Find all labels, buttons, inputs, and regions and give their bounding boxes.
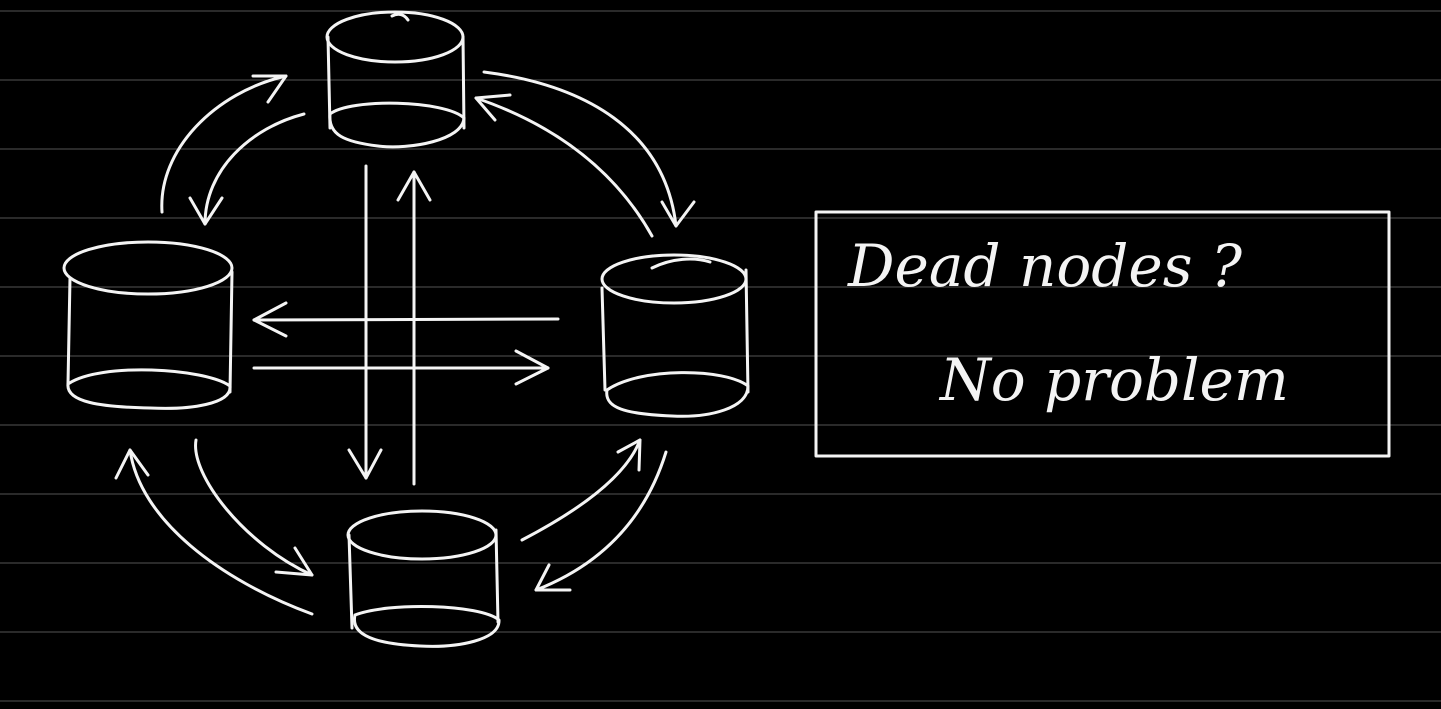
replication-arrow-right-to-left-straight: [252, 301, 560, 338]
replication-arrow-right-to-top: [474, 93, 654, 238]
note-line-no-problem: No problem: [938, 346, 1289, 414]
replication-arrow-top-to-bottom-straight: [347, 164, 383, 480]
database-node-top: [325, 10, 466, 149]
replication-arrow-left-to-right-straight: [252, 349, 550, 386]
database-node-right: [600, 253, 750, 418]
database-node-bottom: [346, 509, 501, 648]
note-box: Dead nodes ? No problem: [814, 210, 1391, 458]
replication-arrow-bottom-to-left: [114, 448, 314, 616]
database-node-left: [62, 240, 234, 410]
replication-arrow-bottom-to-right: [520, 438, 642, 542]
replication-arrow-bottom-to-top-straight: [396, 170, 432, 486]
replication-arrow-left-to-top: [160, 74, 288, 214]
replication-arrow-right-to-bottom: [534, 450, 668, 592]
note-line-dead-nodes: Dead nodes ?: [847, 232, 1243, 300]
replication-arrow-left-to-bottom: [194, 438, 314, 577]
replication-arrow-top-to-left: [188, 112, 306, 226]
replication-arrow-top-to-right: [482, 70, 696, 228]
